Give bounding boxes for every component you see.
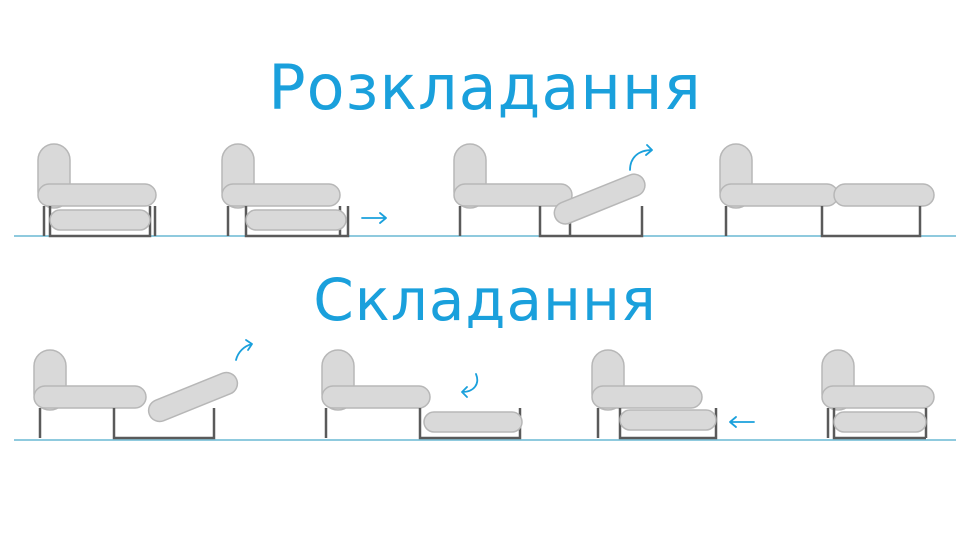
sofa-step-pushing-in [591, 349, 718, 440]
sofa-step-folded-final [821, 349, 935, 440]
sofa-step-pulled-out [221, 143, 350, 238]
sofa-step-lifting [453, 143, 646, 238]
arrow-right-icon [361, 212, 387, 224]
sofa-step-bed-open [719, 143, 935, 238]
curved-arrow-up-icon [235, 339, 253, 361]
title-folding: Складання [313, 266, 657, 334]
arrow-left-icon [729, 416, 755, 428]
sofa-step-lowered-out [321, 349, 523, 440]
curved-arrow-down-icon [461, 373, 479, 398]
title-unfolding: Розкладання [268, 51, 702, 124]
sofa-step-lifting-fold [33, 349, 239, 440]
sofa-step-folded [37, 143, 157, 238]
curved-arrow-up-icon [629, 144, 653, 171]
